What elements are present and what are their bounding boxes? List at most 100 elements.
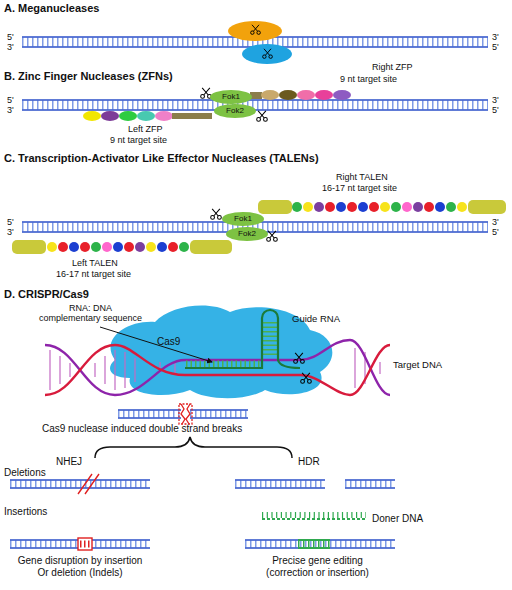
annotation-label: Insertions — [4, 506, 47, 518]
scissors-symbol — [301, 373, 312, 383]
talen-terminal — [258, 200, 292, 214]
dna-strand — [345, 487, 395, 489]
dna-strand — [235, 487, 325, 489]
node-text-holder: Cas9 — [157, 336, 180, 347]
annotation-label: Cas9 nuclease induced double strand brea… — [42, 423, 242, 435]
tale-repeat — [347, 202, 357, 212]
annotation-label: 16-17 nt target site — [322, 183, 397, 193]
fok-domain: Fok2 — [214, 104, 256, 118]
double-strand-break — [181, 404, 190, 424]
domain-ellipse — [210, 90, 252, 104]
annotation-label: 3' — [492, 32, 499, 42]
node-label: Fok2 — [226, 107, 244, 116]
dna-strand — [190, 409, 248, 411]
tale-repeat — [91, 242, 101, 252]
annotation-label: 16-17 nt target site — [56, 269, 131, 279]
insertion-mark — [78, 538, 92, 550]
panel-title: A. Meganucleases — [4, 2, 99, 15]
zinc-finger — [155, 111, 173, 121]
fok-domain: Fok1 — [210, 90, 252, 104]
guide-rna — [185, 310, 300, 368]
scissors-symbol — [201, 88, 212, 98]
edit-strand — [298, 547, 330, 549]
scissors-symbol — [294, 353, 305, 363]
deletion-mark — [78, 474, 99, 494]
break-outline — [179, 404, 192, 424]
annotation-label: RNA: DNA complementary sequence — [38, 303, 143, 324]
node-text-holder: Fok1 — [210, 90, 252, 104]
annotation-label: Precise gene editing (correction or inse… — [255, 555, 380, 578]
annotation-label: HDR — [298, 456, 320, 468]
domain-ellipse — [222, 212, 264, 226]
meganuclease-subunit — [228, 21, 282, 41]
annotation-label: Gene disruption by insertion Or deletion… — [15, 555, 145, 578]
dna-strand — [235, 479, 325, 481]
dna-rungs — [345, 481, 395, 488]
annotation-label: 3' — [7, 105, 14, 115]
target-dna-strand — [45, 340, 390, 395]
panel-title: B. Zinc Finger Nucleases (ZFNs) — [4, 70, 173, 83]
zfp-linker — [172, 113, 212, 119]
zinc-finger — [137, 111, 155, 121]
domain-ellipse — [214, 104, 256, 118]
tale-repeat — [325, 202, 335, 212]
tale-repeat — [413, 202, 423, 212]
dna-rungs — [245, 541, 395, 548]
talen-terminal — [468, 200, 506, 214]
tale-repeat — [102, 242, 112, 252]
edit-strand — [298, 539, 330, 541]
node-label: Fok2 — [238, 230, 256, 239]
scissors-symbol — [211, 209, 222, 219]
tale-repeat — [47, 242, 57, 252]
tale-repeat — [435, 202, 445, 212]
annotation-label: 3' — [492, 95, 499, 105]
node-text-holder: Fok2 — [214, 104, 256, 118]
tale-repeat — [292, 202, 302, 212]
annotation-label: 5' — [7, 95, 14, 105]
guide-stem-pairs — [263, 322, 277, 358]
dna-strand — [245, 547, 395, 549]
tale-repeat — [135, 242, 145, 252]
domain-ellipse — [226, 227, 268, 241]
dna-strand — [10, 487, 150, 489]
dna-strand — [190, 417, 248, 419]
zinc-finger — [119, 111, 137, 121]
tale-repeat — [113, 242, 123, 252]
dna-strand — [118, 409, 181, 411]
panel-title: D. CRISPR/Cas9 — [4, 288, 89, 301]
annotation-label: 5' — [492, 42, 499, 52]
edit-rungs — [298, 541, 330, 548]
node-text-holder: Fok2 — [226, 227, 268, 241]
tale-repeat — [424, 202, 434, 212]
tale-repeat — [446, 202, 456, 212]
tale-repeat — [391, 202, 401, 212]
helix-rungs — [50, 348, 380, 390]
scissors-symbol — [257, 111, 268, 121]
panel-title: C. Transcription-Activator Like Effector… — [4, 152, 319, 165]
talen-terminal — [12, 240, 46, 254]
dna-strand — [22, 99, 488, 101]
annotation-label: Doner DNA — [372, 513, 423, 525]
tale-repeat — [380, 202, 390, 212]
annotation-label: 9 nt target site — [340, 74, 397, 84]
zinc-finger — [261, 90, 279, 100]
target-dna-strand — [45, 345, 390, 395]
zinc-finger — [297, 90, 315, 100]
tale-repeat — [157, 242, 167, 252]
fok-domain: Fok1 — [222, 212, 264, 226]
tale-repeat — [69, 242, 79, 252]
scissors-symbol — [267, 231, 278, 241]
zinc-finger — [333, 90, 351, 100]
annotation-label: Left TALEN — [72, 258, 118, 268]
dna-strand — [118, 417, 181, 419]
annotation-label: 5' — [492, 105, 499, 115]
annotation-label: 5' — [492, 227, 499, 237]
annotation-label: 3' — [492, 217, 499, 227]
dna-rungs — [118, 411, 181, 418]
tale-repeat — [146, 242, 156, 252]
tale-repeat — [457, 202, 467, 212]
branch-bracket — [95, 437, 292, 458]
node-label: Cas9 — [157, 336, 180, 347]
annotation-label: 3' — [7, 42, 14, 52]
tale-repeat — [358, 202, 368, 212]
